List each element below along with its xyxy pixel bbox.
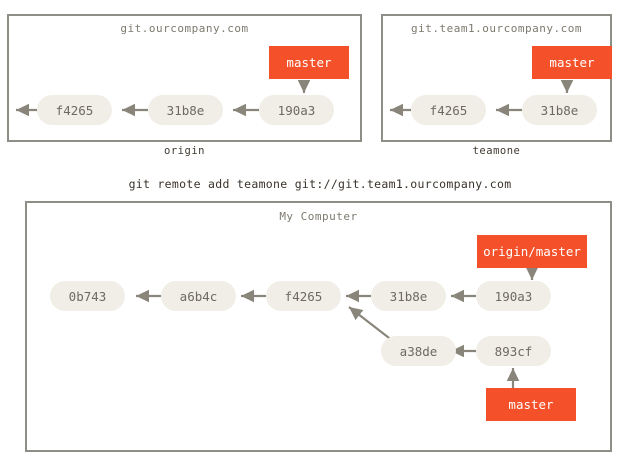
server-caption-teamone: teamone	[472, 145, 521, 157]
remote-tracking-ref-origin-master[interactable]: origin/master	[477, 235, 587, 268]
commit-node[interactable]: 31b8e	[148, 95, 223, 125]
branch-ref-master[interactable]: master	[486, 388, 576, 421]
commit-node[interactable]: 893cf	[476, 336, 551, 366]
commit-node[interactable]: a6b4c	[161, 281, 236, 311]
branch-ref-master[interactable]: master	[532, 46, 612, 79]
server-box-origin: git.ourcompany.com	[7, 14, 362, 142]
commit-node[interactable]: 190a3	[259, 95, 334, 125]
commit-node[interactable]: f4265	[266, 281, 341, 311]
commit-node[interactable]: f4265	[37, 95, 112, 125]
server-title-origin: git.ourcompany.com	[120, 22, 249, 35]
server-title-teamone: git.team1.ourcompany.com	[411, 22, 582, 35]
branch-ref-master[interactable]: master	[269, 46, 349, 79]
commit-node[interactable]: 0b743	[50, 281, 125, 311]
commit-node[interactable]: a38de	[381, 336, 456, 366]
server-caption-origin: origin	[164, 145, 205, 157]
local-title: My Computer	[279, 210, 358, 223]
commit-node[interactable]: 190a3	[476, 281, 551, 311]
commit-node[interactable]: f4265	[411, 95, 486, 125]
commit-node[interactable]: 31b8e	[522, 95, 597, 125]
commit-node[interactable]: 31b8e	[371, 281, 446, 311]
local-box-my-computer: My Computer	[25, 201, 612, 452]
git-command-text: git remote add teamone git://git.team1.o…	[128, 177, 512, 191]
